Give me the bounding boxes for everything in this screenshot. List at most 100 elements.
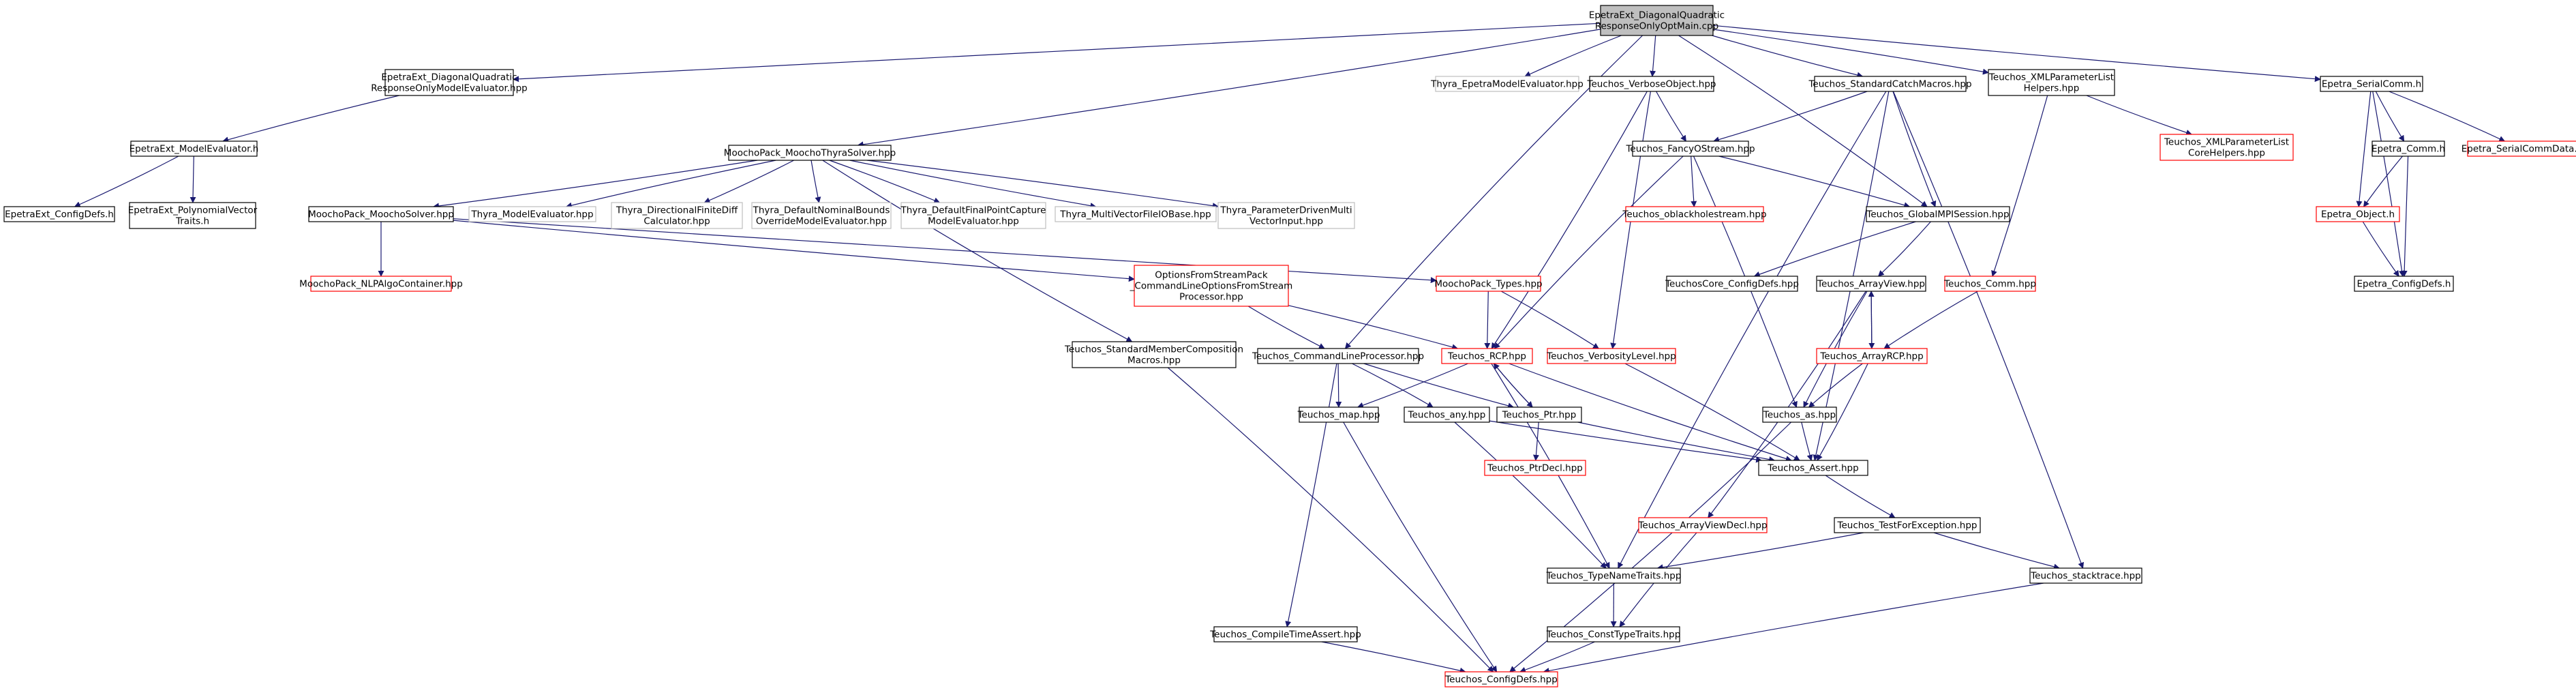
- node-root[interactable]: EpetraExt_DiagonalQuadraticResponseOnlyO…: [1589, 5, 1725, 36]
- node-arrrcp[interactable]: Teuchos_ArrayRCP.hpp: [1816, 348, 1928, 364]
- edge-epobj-to-epconfig: [2362, 221, 2399, 277]
- node-box: [1444, 671, 1558, 687]
- edge-arrview-to-arrviewdecl: [1708, 291, 1866, 518]
- node-box: [1814, 76, 1967, 92]
- node-label: Teuchos_StandardCatchMacros.hpp: [1808, 79, 1971, 90]
- node-oblack[interactable]: Teuchos_oblackholestream.hpp: [1622, 206, 1767, 222]
- node-box: [1213, 626, 1358, 642]
- edge-serialcomm-to-epconfig: [2372, 91, 2405, 277]
- node-modeleval[interactable]: EpetraExt_ModelEvaluator.h: [130, 141, 259, 157]
- node-box: [1055, 206, 1217, 222]
- node-box: [1404, 406, 1490, 423]
- node-arrview[interactable]: Teuchos_ArrayView.hpp: [1816, 276, 1926, 292]
- node-clp[interactable]: Teuchos_CommandLineProcessor.hpp: [1252, 348, 1424, 364]
- node-label: EpetraExt_DiagonalQuadratic: [381, 72, 517, 83]
- node-tmap[interactable]: Teuchos_map.hpp: [1297, 406, 1380, 423]
- node-label: Thyra_ModelEvaluator.hpp: [470, 209, 593, 220]
- node-globalmpi[interactable]: Teuchos_GlobalMPISession.hpp: [1866, 206, 2010, 222]
- node-ptrdecl[interactable]: Teuchos_PtrDecl.hpp: [1484, 460, 1586, 476]
- node-box: [1436, 276, 1541, 292]
- edge-moothyra-to-mooslv: [433, 160, 758, 209]
- node-rcp[interactable]: Teuchos_RCP.hpp: [1441, 348, 1533, 364]
- edge-root-to-moothyra: [857, 29, 1601, 148]
- edge-mootypes-to-verblvl: [1500, 291, 1600, 349]
- node-verblvl[interactable]: Teuchos_VerbosityLevel.hpp: [1546, 348, 1676, 364]
- node-optsfs[interactable]: OptionsFromStreamPack_CommandLineOptions…: [1130, 265, 1293, 307]
- node-label: Teuchos_ArrayView.hpp: [1817, 279, 1925, 290]
- node-box: [2320, 76, 2423, 92]
- node-epobj[interactable]: Epetra_Object.h: [2316, 206, 2400, 222]
- node-tptr[interactable]: Teuchos_Ptr.hpp: [1496, 406, 1582, 423]
- node-box: [1257, 348, 1419, 364]
- node-mooslv[interactable]: MoochoPack_MoochoSolver.hpp: [308, 206, 454, 222]
- node-label: EpetraExt_ModelEvaluator.h: [130, 144, 259, 155]
- node-label: Teuchos_ConfigDefs.hpp: [1444, 675, 1558, 685]
- node-thyradnb: Thyra_DefaultNominalBoundsOverrideModelE…: [751, 202, 892, 229]
- node-serialcomm[interactable]: Epetra_SerialComm.h: [2320, 76, 2423, 92]
- node-cta[interactable]: Teuchos_CompileTimeAssert.hpp: [1209, 626, 1361, 642]
- node-label: VectorInput.hpp: [1249, 216, 1323, 227]
- node-label: ResponseOnlyModelEvaluator.hpp: [371, 83, 528, 94]
- node-box: [2316, 206, 2400, 222]
- node-tcomm[interactable]: Teuchos_Comm.hpp: [1943, 276, 2036, 292]
- node-dqrome[interactable]: EpetraExt_DiagonalQuadraticResponseOnlyM…: [371, 69, 528, 96]
- node-box: [1547, 626, 1680, 642]
- node-testexc[interactable]: Teuchos_TestForException.hpp: [1834, 517, 1981, 533]
- node-epcomm[interactable]: Epetra_Comm.h: [2372, 141, 2445, 157]
- edge-modeleval-to-polyvec: [190, 156, 196, 203]
- node-label: Calculator.hpp: [643, 216, 710, 227]
- node-serialcommdata[interactable]: Epetra_SerialCommData.h: [2461, 141, 2576, 157]
- edge-stacktrace-to-tcfg: [1543, 582, 2044, 674]
- node-label: Teuchos_PtrDecl.hpp: [1487, 463, 1583, 474]
- node-mootypes[interactable]: MoochoPack_Types.hpp: [1434, 276, 1543, 292]
- node-stdcatch[interactable]: Teuchos_StandardCatchMacros.hpp: [1808, 76, 1972, 92]
- node-label: Teuchos_ArrayRCP.hpp: [1819, 351, 1923, 362]
- node-epcfg[interactable]: EpetraExt_ConfigDefs.h: [3, 206, 115, 222]
- edge-globalmpi-to-corecfg: [1753, 221, 1916, 278]
- node-verbobj[interactable]: Teuchos_VerboseObject.hpp: [1587, 76, 1716, 92]
- node-tas[interactable]: Teuchos_as.hpp: [1762, 406, 1837, 423]
- node-arrviewdecl[interactable]: Teuchos_ArrayViewDecl.hpp: [1637, 517, 1768, 533]
- edge-optsfs-to-clp: [1247, 306, 1325, 349]
- node-nlpalgo[interactable]: MoochoPack_NLPAlgoContainer.hpp: [299, 276, 463, 292]
- node-constt[interactable]: Teuchos_ConstTypeTraits.hpp: [1546, 626, 1681, 642]
- node-epconfig[interactable]: Epetra_ConfigDefs.h: [2354, 276, 2454, 292]
- edge-moothyra-to-thyramvf: [849, 160, 1097, 209]
- node-label: Thyra_MultiVectorFileIOBase.hpp: [1059, 209, 1211, 220]
- node-box: [1834, 517, 1981, 533]
- node-tcfg[interactable]: Teuchos_ConfigDefs.hpp: [1444, 671, 1558, 687]
- edge-arrrcp-to-tas: [1808, 363, 1863, 408]
- edge-fancyo-to-globalmpi: [1718, 156, 1911, 209]
- node-label: Teuchos_TypeNameTraits.hpp: [1546, 571, 1682, 582]
- node-corecfg[interactable]: TeuchosCore_ConfigDefs.hpp: [1665, 276, 1799, 292]
- node-tassert[interactable]: Teuchos_Assert.hpp: [1758, 460, 1868, 476]
- node-label: Thyra_DefaultNominalBounds: [753, 205, 890, 216]
- node-label: Teuchos_XMLParameterList: [1988, 72, 2114, 83]
- edge-root-to-thyraepme: [1524, 35, 1622, 77]
- edge-moothyra-to-thyrapdm: [866, 160, 1219, 209]
- edge-fancyo-to-oblack: [1691, 156, 1697, 207]
- node-label: EpetraExt_ConfigDefs.h: [5, 209, 114, 220]
- edge-tptr-to-tassert: [1577, 422, 1776, 462]
- edge-tassert-to-testexc: [1825, 475, 1896, 518]
- node-typename[interactable]: Teuchos_TypeNameTraits.hpp: [1546, 567, 1682, 584]
- node-box: [384, 69, 514, 96]
- node-box: [1666, 276, 1798, 292]
- edge-clp-to-cta: [1285, 363, 1337, 627]
- edge-testexc-to-typename: [1656, 532, 1864, 571]
- edge-root-to-serialcomm: [1712, 25, 2321, 83]
- node-stacktrace[interactable]: Teuchos_stacktrace.hpp: [2029, 567, 2142, 584]
- node-tany[interactable]: Teuchos_any.hpp: [1404, 406, 1490, 423]
- edge-stdcatch-to-stacktrace: [1892, 91, 2085, 569]
- node-label: Teuchos_as.hpp: [1763, 410, 1836, 421]
- edge-optsfs-to-rcp: [1288, 305, 1459, 351]
- edge-tany-to-tassert: [1489, 420, 1763, 463]
- edge-serialcomm-to-epcomm: [2375, 91, 2405, 142]
- node-fancyo[interactable]: Teuchos_FancyOStream.hpp: [1625, 141, 1755, 157]
- node-moothyra[interactable]: MoochoPack_MoochoThyraSolver.hpp: [724, 145, 896, 161]
- node-stdmem[interactable]: Teuchos_StandardMemberCompositionMacros.…: [1064, 341, 1243, 368]
